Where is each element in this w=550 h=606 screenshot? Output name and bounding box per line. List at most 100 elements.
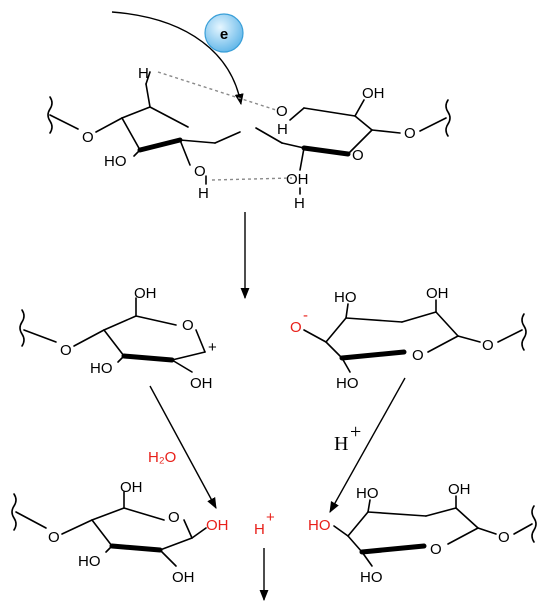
- reagent-proton-mid-charge: +: [350, 421, 361, 443]
- bond: [15, 511, 47, 529]
- electron-badge: e: [204, 13, 244, 53]
- atom-ho-top: HO: [356, 485, 379, 502]
- bond: [345, 317, 403, 323]
- bond: [419, 117, 447, 132]
- bond: [61, 519, 93, 535]
- atom-oh-bottom: OH: [190, 375, 213, 392]
- bond: [325, 317, 347, 343]
- charge-minus: -: [303, 307, 308, 324]
- bond: [255, 127, 283, 144]
- bond: [159, 537, 193, 551]
- atom-h-bottom-left: H: [198, 185, 209, 202]
- bold-bond: [339, 349, 407, 361]
- bond: [477, 527, 497, 535]
- bond: [183, 519, 193, 539]
- chain-wave: [521, 313, 527, 351]
- bond: [513, 523, 533, 535]
- electron-label: e: [220, 26, 228, 43]
- bond: [347, 129, 373, 155]
- bond: [121, 117, 141, 151]
- bond: [303, 107, 356, 117]
- atom-oh-top: OH: [448, 481, 471, 498]
- atom-o-chain: O: [60, 342, 72, 359]
- bond: [91, 519, 113, 547]
- hydrogen-bond-top: [157, 71, 277, 111]
- ring-top: [91, 507, 165, 521]
- bond: [23, 329, 57, 343]
- charge-plus: +: [208, 339, 217, 356]
- bond: [159, 549, 177, 567]
- bond: [179, 139, 191, 166]
- atom-o-right-ring-top: O: [276, 103, 288, 120]
- atom-o-ring: O: [430, 541, 442, 558]
- bold-bond: [137, 137, 183, 153]
- atom-ho-left: HO: [104, 153, 127, 170]
- atom-o-chain: O: [498, 529, 510, 546]
- atom-o-chain-left: O: [82, 129, 94, 146]
- atom-oh-bottom: OH: [172, 569, 195, 586]
- atom-o-chain-right: O: [404, 125, 416, 142]
- atom-oh-top: OH: [134, 285, 157, 302]
- bond: [447, 527, 479, 545]
- reagent-proton-mid: H: [334, 433, 348, 455]
- bond: [171, 359, 193, 373]
- atom-ho: HO: [90, 360, 113, 377]
- bond: [299, 147, 305, 171]
- atom-ho-new: HO: [308, 517, 331, 534]
- bond: [73, 329, 105, 347]
- bond: [145, 71, 151, 85]
- bond: [303, 329, 327, 343]
- atom-o-ring: O: [168, 509, 180, 526]
- bond: [345, 303, 349, 319]
- atom-oh-new: OH: [206, 517, 229, 534]
- atom-h-top-left: H: [138, 65, 149, 82]
- middle-right-anion: O - O HO OH HO O: [290, 285, 527, 392]
- bond: [179, 139, 216, 144]
- bottom-right-product: HO O HO OH HO O: [308, 481, 537, 586]
- bond: [195, 329, 206, 353]
- atom-ho-top: HO: [334, 289, 357, 306]
- bond: [497, 329, 523, 343]
- bond: [145, 83, 151, 108]
- bold-bond: [301, 145, 351, 157]
- bond: [103, 329, 125, 357]
- bond: [347, 511, 369, 537]
- atom-o-ring-right: O: [352, 147, 364, 164]
- atom-oh-bottom-right: OH: [286, 171, 309, 188]
- bond: [371, 129, 401, 134]
- atom-o-bottom-left: O: [194, 163, 206, 180]
- electron-attack-arrow: [111, 11, 244, 106]
- reagent-proton-low-charge: +: [266, 509, 275, 526]
- bold-bond: [121, 353, 175, 363]
- reagent-water: H₂O: [148, 449, 176, 466]
- chain-wave-left: [47, 96, 53, 134]
- bond: [117, 355, 125, 363]
- bond: [171, 351, 206, 361]
- bond: [341, 357, 351, 373]
- hydrogen-bond-bottom: [211, 177, 293, 181]
- bond: [133, 149, 141, 157]
- atom-o-chain: O: [482, 337, 494, 354]
- bond: [214, 131, 241, 144]
- bold-bond: [359, 543, 427, 555]
- bond: [49, 114, 79, 130]
- atom-o-minus: O: [290, 319, 302, 336]
- reagent-proton-low: H: [254, 521, 265, 538]
- atom-o-ring: O: [182, 317, 194, 334]
- arrow-hydration: [149, 385, 217, 509]
- ring-top: [103, 315, 177, 331]
- chain-wave: [531, 505, 537, 543]
- bond: [95, 117, 123, 133]
- bond: [427, 335, 459, 353]
- atom-ho-bottom: HO: [336, 375, 359, 392]
- atom-oh-top: OH: [426, 285, 449, 302]
- ring-left-top: [121, 106, 189, 128]
- chain-wave: [19, 309, 25, 347]
- arrow-protonation: [329, 377, 406, 513]
- bond: [455, 507, 479, 529]
- bond: [435, 311, 459, 337]
- bottom-left-product: O O OH OH HO OH: [11, 479, 229, 586]
- bond: [367, 511, 427, 517]
- bond: [361, 551, 373, 567]
